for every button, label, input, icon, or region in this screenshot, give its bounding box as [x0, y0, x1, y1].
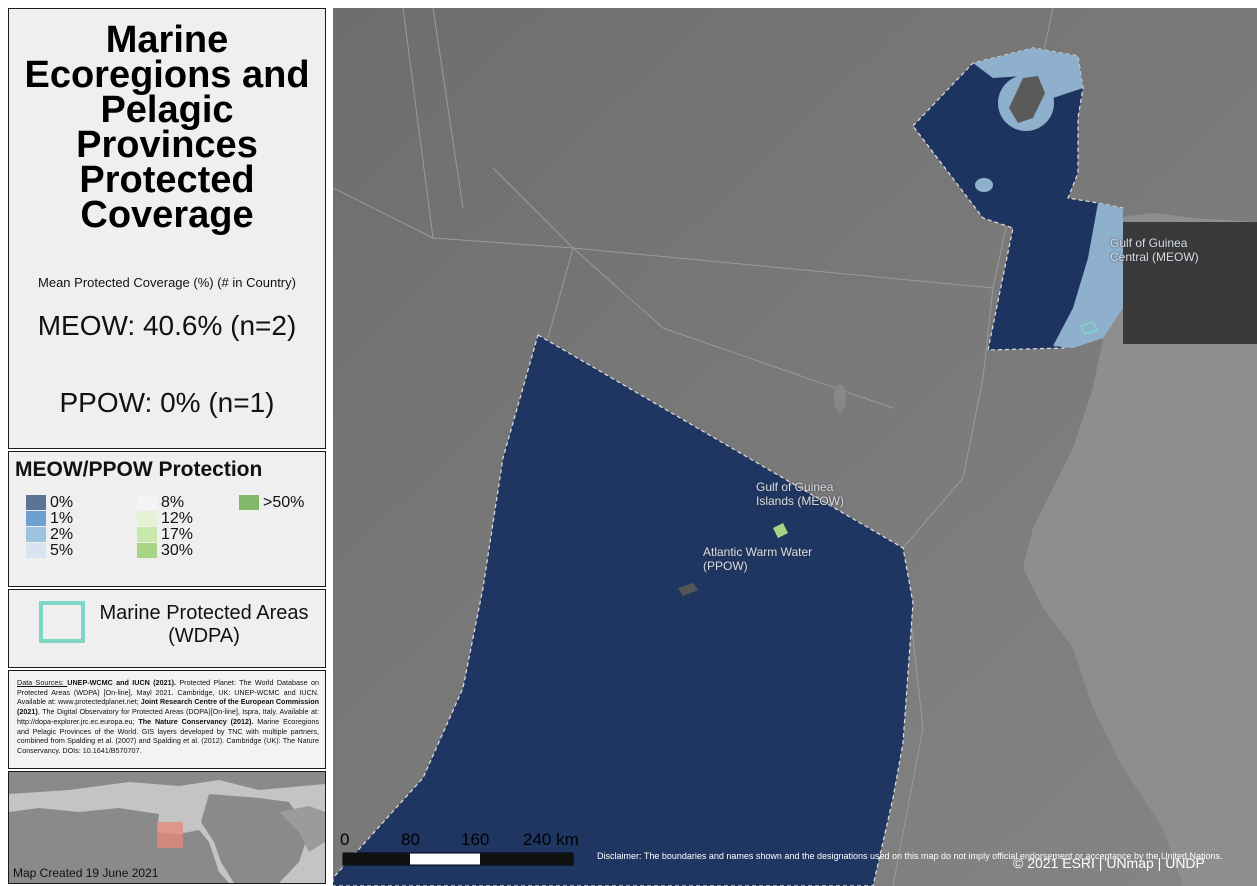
sao-tome-island: [678, 583, 698, 596]
scale-label-0: 0: [340, 830, 350, 849]
inset-extent-box: [157, 822, 183, 848]
title-panel: Marine Ecoregions and Pelagic Provinces …: [8, 8, 326, 449]
data-sources-text: Data Sources: UNEP-WCMC and IUCN (2021).…: [17, 678, 319, 755]
legend-swatch: [26, 543, 46, 558]
scale-label-80: 80: [401, 830, 420, 849]
principe-island: [834, 384, 846, 412]
legend-item-7: 30%: [137, 543, 193, 559]
legend-item-6: 17%: [137, 527, 193, 543]
meow-sao-tome-area: [333, 334, 914, 886]
legend-swatch: [239, 495, 259, 510]
sao-tome-islet: [773, 523, 788, 538]
ppow-stat: PPOW: 0% (n=1): [59, 387, 275, 418]
locator-map-graphic: [9, 772, 325, 883]
meow-light-coast: [1053, 203, 1123, 348]
data-sources-panel: Data Sources: UNEP-WCMC and IUCN (2021).…: [8, 670, 326, 769]
legend-item-4: 8%: [137, 495, 184, 511]
mainland-landmass: [1023, 213, 1257, 886]
label-atlantic-warm-water: Atlantic Warm Water (PPOW): [703, 545, 813, 573]
legend-swatch: [26, 495, 46, 510]
wdpa-label: Marine Protected Areas (WDPA): [99, 602, 309, 647]
coverage-subtitle: Mean Protected Coverage (%) (# in Countr…: [38, 275, 296, 290]
scale-label-160: 160: [461, 830, 490, 849]
map-created-date: Map Created 19 June 2021: [13, 866, 159, 880]
legend-item-2: 2%: [26, 527, 73, 543]
legend-item-3: 5%: [26, 543, 73, 559]
legend-swatch: [26, 527, 46, 542]
bioko-island: [1009, 76, 1045, 123]
map-title: Marine Ecoregions and Pelagic Provinces …: [24, 19, 310, 236]
legend-swatch: [137, 511, 157, 526]
label-gulf-of-guinea-central: Gulf of Guinea Central (MEOW): [1110, 236, 1199, 264]
legend-item-1: 1%: [26, 511, 73, 527]
legend-item-0: 0%: [26, 495, 73, 511]
legend-swatch: [137, 543, 157, 558]
sidebar: Marine Ecoregions and Pelagic Provinces …: [8, 8, 328, 884]
islet-halo: [975, 178, 993, 192]
legend-swatch: [137, 495, 157, 510]
scale-bar: [342, 852, 574, 866]
wdpa-marine-protected-area: [1079, 321, 1099, 335]
wdpa-legend-panel: Marine Protected Areas (WDPA): [8, 589, 326, 668]
wdpa-swatch: [39, 601, 85, 643]
legend-panel: MEOW/PPOW Protection 0% 1% 2% 5% 8% 12% …: [8, 451, 326, 587]
mainland-coast-region: [1123, 222, 1257, 344]
map-canvas[interactable]: [333, 8, 1257, 886]
legend-swatch: [26, 511, 46, 526]
legend-item-5: 12%: [137, 511, 193, 527]
legend-swatch: [137, 527, 157, 542]
main-map[interactable]: Gulf of Guinea Central (MEOW) Gulf of Gu…: [333, 8, 1257, 886]
copyright-text: © 2021 ESRI | UNmap | UNDP: [1013, 855, 1205, 871]
scale-label-240: 240 km: [523, 830, 579, 849]
legend-item-8: >50%: [239, 495, 304, 511]
meow-stat: MEOW: 40.6% (n=2): [37, 310, 297, 341]
locator-inset-map: Map Created 19 June 2021: [8, 771, 326, 884]
legend-title: MEOW/PPOW Protection: [15, 458, 263, 481]
meow-light-north: [973, 48, 1083, 98]
disclaimer-text: Disclaimer: The boundaries and names sho…: [597, 851, 1223, 861]
meow-bioko-area: [912, 47, 1124, 351]
label-gulf-of-guinea-islands: Gulf of Guinea Islands (MEOW): [756, 480, 845, 508]
